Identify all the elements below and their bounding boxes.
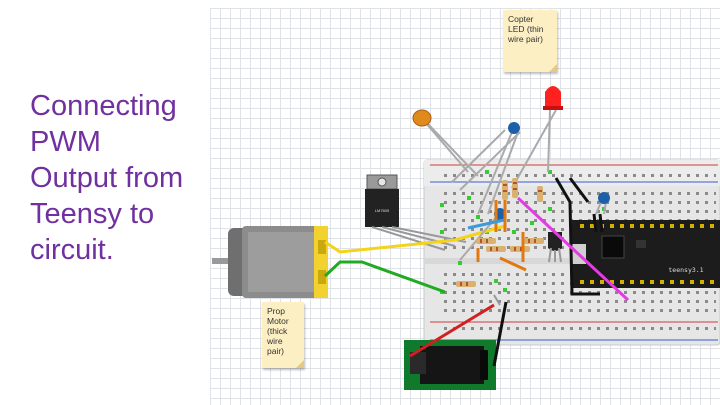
wire-black-jack <box>492 301 508 367</box>
note-prop-motor: Prop Motor (thick wire pair) <box>262 302 304 368</box>
prop-motor <box>212 226 328 298</box>
voltage-regulator: LM7805 <box>365 174 467 251</box>
resistors <box>456 178 544 287</box>
wire-magenta <box>516 196 630 302</box>
note-line: wire pair) <box>508 34 543 44</box>
dc-barrel-jack <box>404 340 496 390</box>
motor-wire-green <box>323 260 446 294</box>
note-line: pair) <box>267 346 285 356</box>
wire-red <box>409 303 495 358</box>
note-line: Motor <box>267 316 289 326</box>
copter-led <box>511 86 563 189</box>
title-line: circuit. <box>30 234 114 266</box>
note-copter-led: Copter LED (thin wire pair) <box>503 10 557 72</box>
note-line: Copter <box>508 14 534 24</box>
note-line: wire <box>267 336 283 346</box>
teensy-board: teensy3.1 <box>572 220 720 288</box>
motor-wire-yellow <box>324 224 506 254</box>
orange-capacitor <box>412 109 479 177</box>
title-line: PWM <box>30 126 101 158</box>
note-line: Prop <box>267 306 285 316</box>
regulator-label: LM7805 <box>375 208 390 213</box>
note-line: (thick <box>267 326 288 336</box>
title-line: Teensy to <box>30 198 155 230</box>
teensy-label: teensy3.1 <box>668 266 703 274</box>
blue-capacitor-right <box>595 192 610 215</box>
title-line: Output from <box>30 162 184 194</box>
title-line: Connecting <box>30 90 177 122</box>
note-line: LED (thin <box>508 24 544 34</box>
slide-title: Connecting PWM Output from Teensy to cir… <box>30 88 215 268</box>
